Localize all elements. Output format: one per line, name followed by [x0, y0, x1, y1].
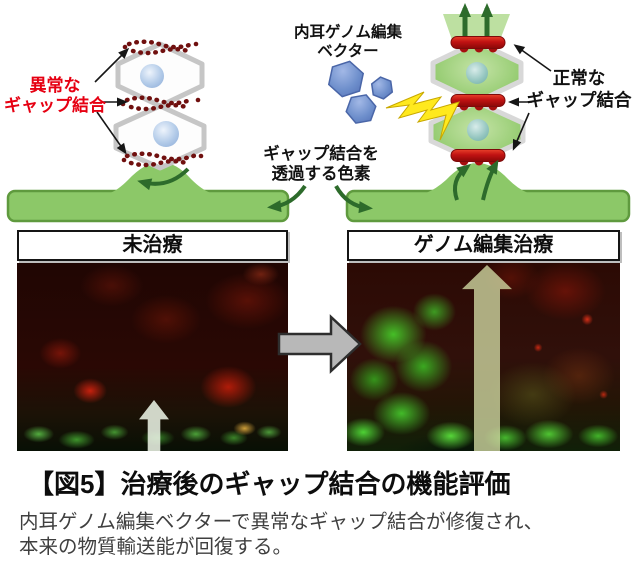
genome-editing-vector-label: 内耳ゲノム編集 ベクター	[280, 23, 416, 61]
treated-panel-title: ゲノム編集治療	[347, 230, 620, 261]
treated-panel: ゲノム編集治療	[347, 230, 620, 451]
gap-junction-schematic	[6, 3, 631, 223]
transition-arrow-icon	[277, 314, 362, 374]
micrograph-untreated	[17, 263, 288, 451]
dye-flow-arrow-right	[334, 184, 373, 214]
vector-hexagon	[370, 76, 394, 100]
normal-label-line1: 正常な	[552, 68, 606, 88]
dye-label-line2: 透過する色素	[271, 165, 371, 183]
treated-cell-stack	[428, 3, 526, 201]
abnormal-pointer-arrows	[94, 47, 130, 155]
dye-blocked-arrow	[137, 167, 190, 191]
micrograph-treated	[347, 263, 620, 451]
untreated-panel-title: 未治療	[17, 230, 288, 261]
dye-uptake-arrow	[453, 163, 471, 201]
abnormal-label-line1: 異常な	[29, 76, 81, 95]
dye-label-line1: ギャップ結合を	[263, 145, 379, 163]
lightning-bolt-icon	[385, 91, 460, 141]
gap-junction-bars	[450, 36, 506, 166]
figure-caption-body: 内耳ゲノム編集ベクターで異常なギャップ結合が修復され、 本来の物質輸送能が回復す…	[19, 510, 543, 560]
dye-label: ギャップ結合を 透過する色素	[252, 144, 390, 184]
epithelium-mound-left	[110, 162, 211, 193]
dye-flow-arrow-left	[267, 184, 307, 213]
figure-caption-title: 【図5】治療後のギャップ結合の機能評価	[28, 469, 511, 499]
epithelium-bar-left	[6, 189, 290, 223]
vector-hexagon	[327, 60, 365, 98]
normal-pointer-arrows	[508, 44, 552, 151]
vector-label-line2: ベクター	[317, 43, 379, 60]
vector-hexagon	[345, 94, 377, 124]
epithelium-mound-right	[426, 163, 528, 193]
abnormal-gap-junction-label: 異常な ギャップ結合	[2, 76, 108, 116]
abnormal-gap-dots	[124, 39, 199, 168]
epithelium-bar-right	[345, 189, 631, 223]
normal-label-line2: ギャップ結合	[526, 90, 632, 110]
dye-uptake-arrow	[481, 159, 499, 201]
untreated-cell-stack	[113, 39, 207, 171]
nucleus	[466, 62, 488, 84]
vector-hexagons	[327, 60, 394, 124]
untreated-panel: 未治療	[17, 230, 288, 451]
normal-gap-junction-label: 正常な ギャップ結合	[526, 67, 632, 111]
dye-uptake-arrow-large	[462, 265, 512, 451]
caption-body-line1: 内耳ゲノム編集ベクターで異常なギャップ結合が修復され、	[19, 511, 544, 533]
apical-surface	[443, 14, 510, 40]
caption-body-line2: 本来の物質輸送能が回復する。	[19, 536, 293, 558]
vector-label-line1: 内耳ゲノム編集	[293, 24, 403, 41]
abnormal-label-line2: ギャップ結合	[4, 96, 106, 115]
dye-uptake-arrow-small	[139, 400, 169, 451]
nucleus	[153, 121, 179, 147]
nucleus	[140, 64, 164, 88]
nucleus	[467, 119, 489, 141]
